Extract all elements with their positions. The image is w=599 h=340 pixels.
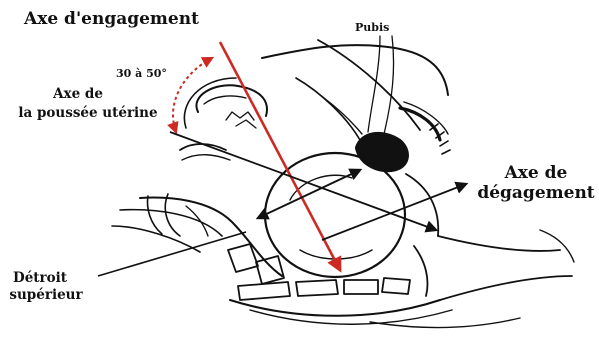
degagement-axis-arrow xyxy=(322,184,466,240)
label-pubis: Pubis xyxy=(355,21,389,34)
label-axe-poussee-line2: la poussée utérine xyxy=(18,105,157,121)
label-detroit-line2: supérieur xyxy=(9,287,83,303)
label-axe-poussee-line1: Axe de xyxy=(52,86,103,102)
engagement-axis-arrow xyxy=(220,42,340,270)
label-axe-degagement-line2: dégagement xyxy=(477,183,594,203)
label-detroit-line1: Détroit xyxy=(13,270,68,286)
label-angle: 30 à 50° xyxy=(116,67,167,80)
label-axe-degagement-line1: Axe de xyxy=(504,163,568,183)
angle-arc xyxy=(173,58,212,132)
label-axe-engagement: Axe d'engagement xyxy=(23,9,199,29)
